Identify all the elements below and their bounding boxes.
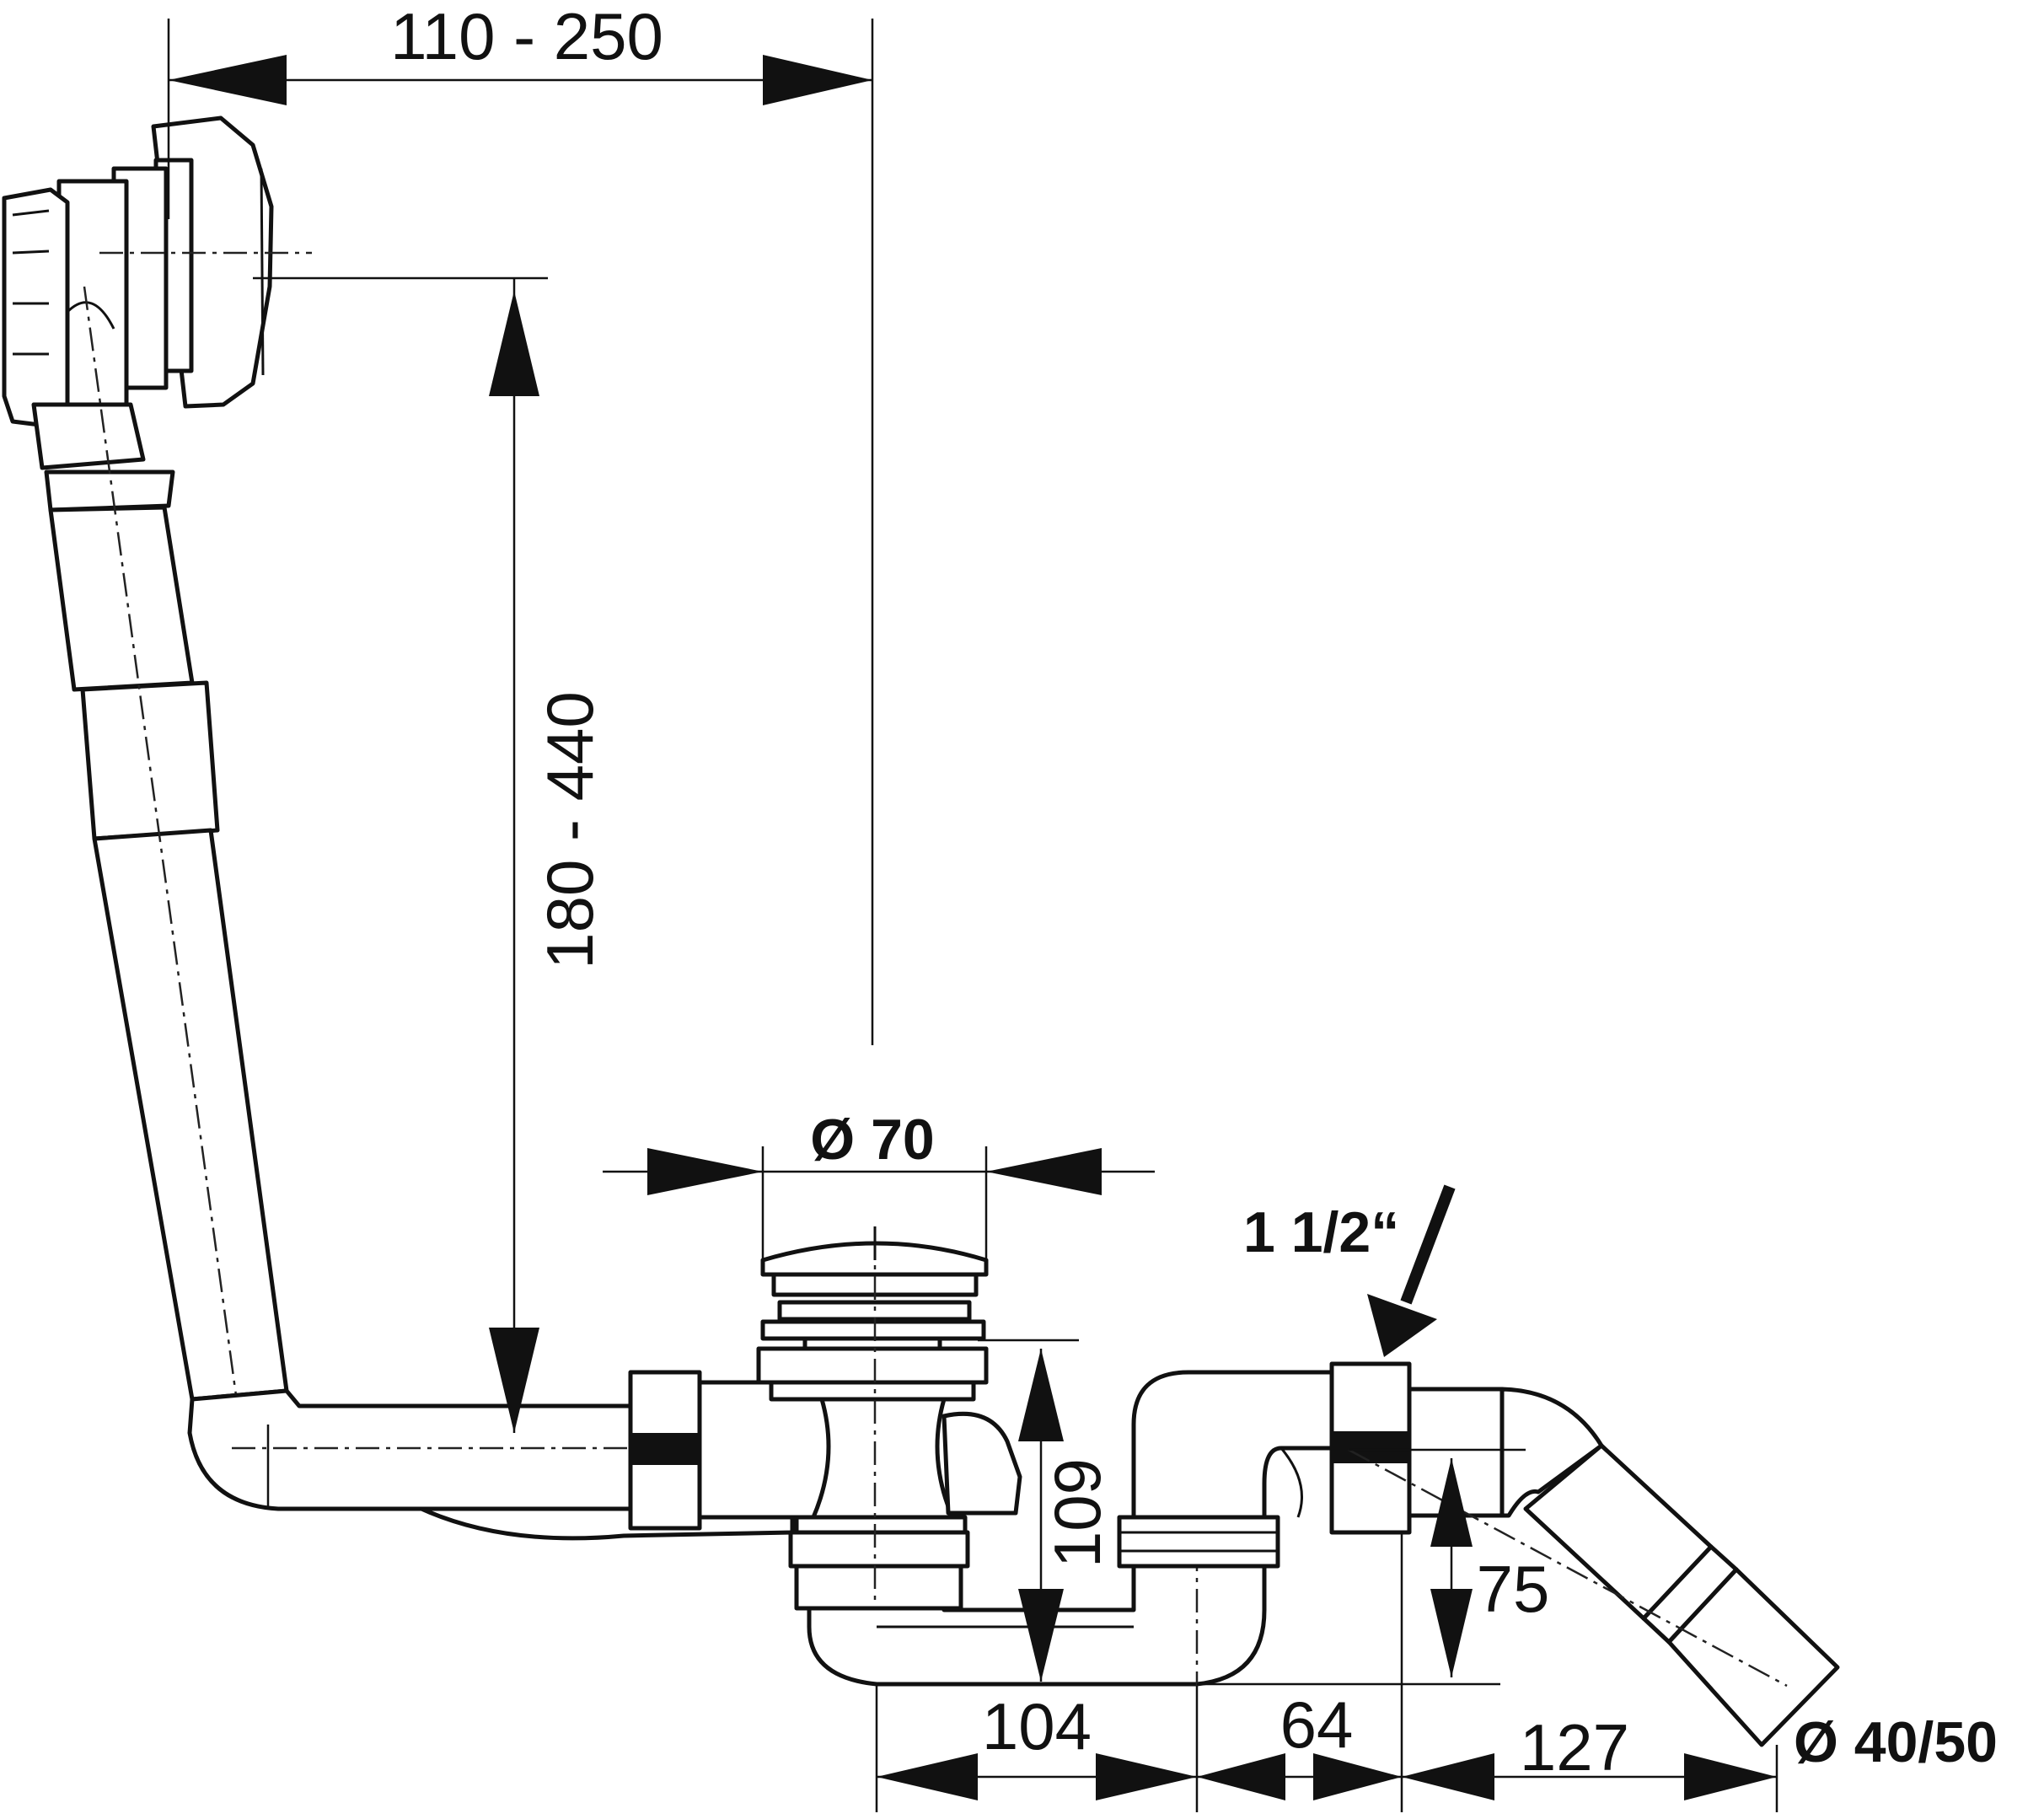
overflow-pipe	[31, 286, 289, 1409]
outlet-diameter-callout: Ø 40/50	[1794, 1710, 1998, 1774]
connection-elbow	[187, 1388, 641, 1511]
drain-body	[811, 1397, 955, 1520]
union-nut-left	[628, 1370, 845, 1531]
overflow-pipe-mid	[48, 505, 195, 692]
trap-riser	[1117, 1370, 1334, 1569]
dim-trap-height: 109	[978, 1339, 1114, 1682]
thread-callout: 1 1/2“	[1243, 1184, 1456, 1357]
outlet-assembly	[1348, 1387, 1840, 1747]
dim-outlet-height: 75	[1197, 1448, 1550, 1686]
outlet-tailpiece	[1666, 1567, 1840, 1747]
dim-label-span-b: 64	[1280, 1688, 1354, 1762]
dim-drain-diameter: Ø 70	[603, 1108, 1155, 1264]
drain-flange-lower	[788, 1530, 970, 1569]
dim-label-thread-size: 1 1/2“	[1243, 1200, 1399, 1264]
overflow-elbow-body	[56, 179, 129, 420]
drain-valve	[756, 1226, 1022, 1677]
trap-riser-nut	[1117, 1515, 1280, 1569]
dim-bottom-spans: 104 64 127	[875, 1534, 1778, 1812]
dim-label-overflow-offset: 110 - 250	[390, 0, 663, 73]
drain-flange-upper	[756, 1346, 989, 1385]
dim-label-span-a: 104	[982, 1689, 1092, 1763]
overflow-cap	[2, 187, 70, 428]
dim-label-span-c: 127	[1520, 1710, 1629, 1784]
overflow-pipe-upper	[31, 402, 146, 470]
trap-riser-elbow	[1131, 1370, 1334, 1520]
dim-label-drain-diameter: Ø 70	[810, 1108, 934, 1172]
overflow-coupling-ring	[44, 470, 175, 512]
dim-label-trap-height: 109	[1040, 1458, 1114, 1568]
dim-overflow-height: 180 - 440	[253, 276, 607, 1433]
overflow-head	[2, 115, 312, 428]
dim-overflow-offset: 110 - 250	[167, 0, 874, 1045]
dim-label-outlet-diameter: Ø 40/50	[1794, 1710, 1998, 1774]
overflow-sleeve	[80, 680, 220, 841]
drain-side-port	[942, 1411, 1022, 1516]
dim-label-outlet-height: 75	[1477, 1552, 1550, 1626]
union-nut-right	[1329, 1361, 1412, 1535]
dim-label-overflow-height: 180 - 440	[533, 691, 607, 969]
overflow-pipe-lower	[92, 828, 289, 1402]
